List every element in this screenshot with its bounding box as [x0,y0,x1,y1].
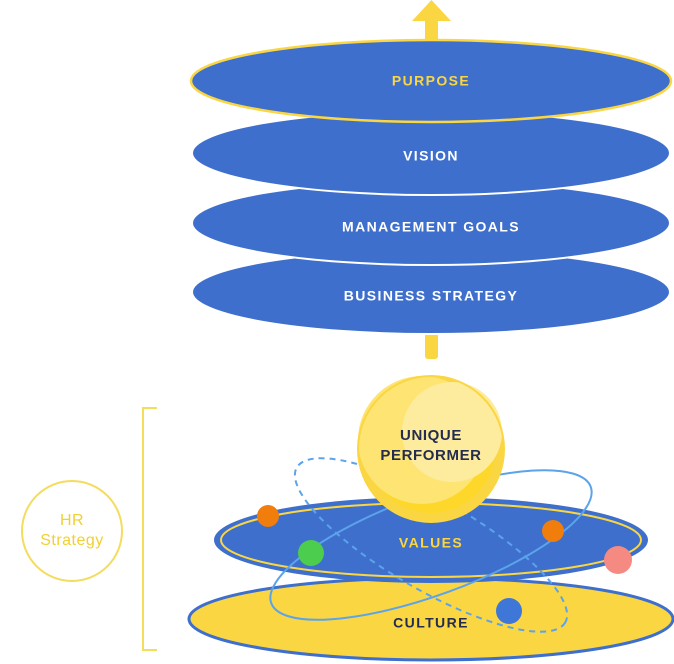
business-strategy-label: BUSINESS STRATEGY [344,288,518,304]
orbit-dot-pink [604,546,632,574]
unique-performer-sphere: UNIQUE PERFORMER [357,375,505,523]
hr-strategy-line2: Strategy [40,532,104,549]
values-label: VALUES [399,535,463,551]
hr-strategy-circle [21,480,123,582]
culture-label: CULTURE [393,615,469,631]
orbit-dot-orange-right [542,520,564,542]
disc-purpose: PURPOSE [189,38,673,124]
hr-strategy-group: HR Strategy [21,407,157,651]
disc-values: VALUES [214,497,648,583]
orbit-dot-orange-left [257,505,279,527]
purpose-label: PURPOSE [392,73,470,89]
hr-bracket [142,407,157,651]
orbit-dot-green [298,540,324,566]
performer-label: PERFORMER [380,447,481,464]
management-goals-label: MANAGEMENT GOALS [342,219,520,235]
orbit-dot-blue [496,598,522,624]
disc-culture: CULTURE [187,576,674,662]
disc-vision: VISION [191,110,671,196]
hr-strategy-line1: HR [60,512,84,529]
vision-label: VISION [403,148,459,164]
connector-bar [425,333,438,359]
unique-label: UNIQUE [400,427,462,444]
